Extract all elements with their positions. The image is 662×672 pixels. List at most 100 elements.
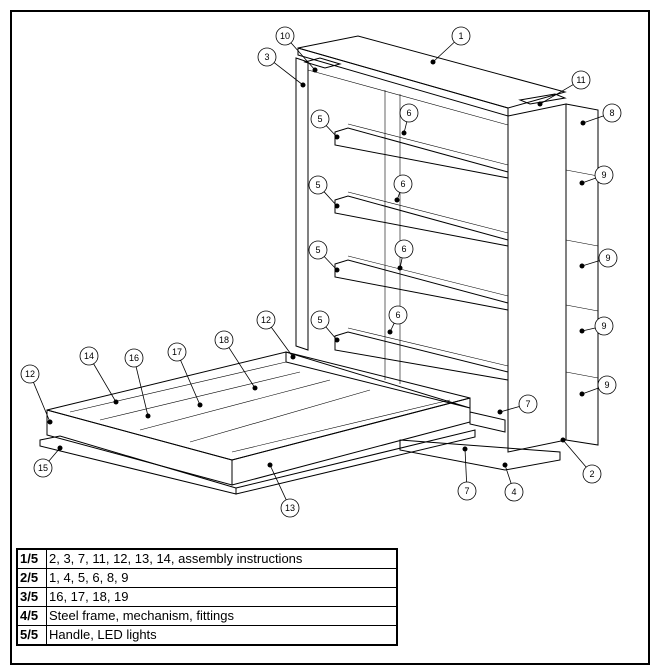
leader-line [93,363,117,403]
callout-12: 12 [20,364,53,425]
callout-label: 1 [458,31,463,41]
leader-line [325,125,338,138]
callout-1: 1 [430,26,471,65]
leader-line [562,439,587,468]
leader-line [323,256,338,271]
package-number: 3/5 [16,587,47,607]
callout-circle [602,103,622,123]
leader-dot [290,354,296,360]
leader-line [432,41,455,63]
callout-circle [257,47,277,67]
leader-dot [312,67,318,73]
callout-7: 7 [457,446,477,501]
leader-dot [267,462,273,468]
callout-label: 16 [129,353,139,363]
leader-line [33,382,51,423]
callout-label: 11 [576,75,585,85]
callout-8: 8 [580,103,622,126]
leader-dot [197,402,203,408]
callout-circle [388,305,408,325]
leader-dot [394,197,400,203]
package-contents: 16, 17, 18, 19 [46,587,398,607]
callout-6: 6 [387,305,408,335]
leader-dot [401,130,407,136]
drawing-frame [10,10,650,665]
callout-circle [275,26,295,46]
callout-circle [457,481,477,501]
callout-circle [308,240,328,260]
callout-circle [33,458,53,478]
leader-dot [57,445,63,451]
callout-5: 5 [310,109,340,140]
callout-5: 5 [308,240,340,273]
callout-circle [310,310,330,330]
callout-label: 3 [264,52,269,62]
callout-3: 3 [257,47,306,88]
leader-dot [579,263,585,269]
callout-label: 6 [395,310,400,320]
leader-dot [387,329,393,335]
leader-dot [462,446,468,452]
leader-dot [334,203,340,209]
callout-circle [256,310,276,330]
leader-line [180,360,201,406]
callout-label: 8 [609,108,614,118]
callout-label: 5 [315,245,320,255]
callout-label: 5 [315,180,320,190]
leader-dot [580,120,586,126]
leader-dot [145,413,151,419]
callout-9: 9 [579,375,617,397]
package-number: 1/5 [16,548,47,569]
callout-circle [504,482,524,502]
callout-15: 15 [33,445,63,478]
callout-11: 11 [537,70,591,107]
callout-circle [393,174,413,194]
callout-17: 17 [167,342,203,408]
callout-label: 6 [400,179,405,189]
callout-label: 14 [84,351,94,361]
callout-label: 13 [285,503,295,513]
callout-12: 12 [256,310,296,360]
callout-label: 2 [589,469,594,479]
callout-9: 9 [579,165,614,186]
leader-dot [334,267,340,273]
callout-7: 7 [497,394,538,415]
bed-frame [39,351,506,495]
callout-circle [571,70,591,90]
callout-6: 6 [394,239,414,271]
leader-dot [430,59,436,65]
callout-circle [310,109,330,129]
leader-line [270,327,294,358]
callout-label: 15 [38,463,48,473]
callout-circle [394,239,414,259]
callout-circle [20,364,40,384]
callout-4: 4 [502,462,524,502]
leader-dot [397,265,403,271]
leader-line [269,464,287,501]
leader-line [135,366,149,417]
callout-circle [399,103,419,123]
callout-circle [597,375,617,395]
callout-label: 9 [601,321,606,331]
callout-16: 16 [124,348,151,419]
callout-label: 17 [172,347,182,357]
callout-label: 6 [401,244,406,254]
leader-dot [47,419,53,425]
callout-label: 10 [280,31,290,41]
callout-label: 5 [317,315,322,325]
callout-label: 18 [219,335,229,345]
callout-6: 6 [393,174,413,203]
callout-circle [594,165,614,185]
leader-line [290,42,316,71]
callout-circle [582,464,602,484]
shelves [334,123,509,381]
callout-label: 12 [25,369,35,379]
callout-circle [280,498,300,518]
callout-circle [451,26,471,46]
leader-dot [560,437,566,443]
